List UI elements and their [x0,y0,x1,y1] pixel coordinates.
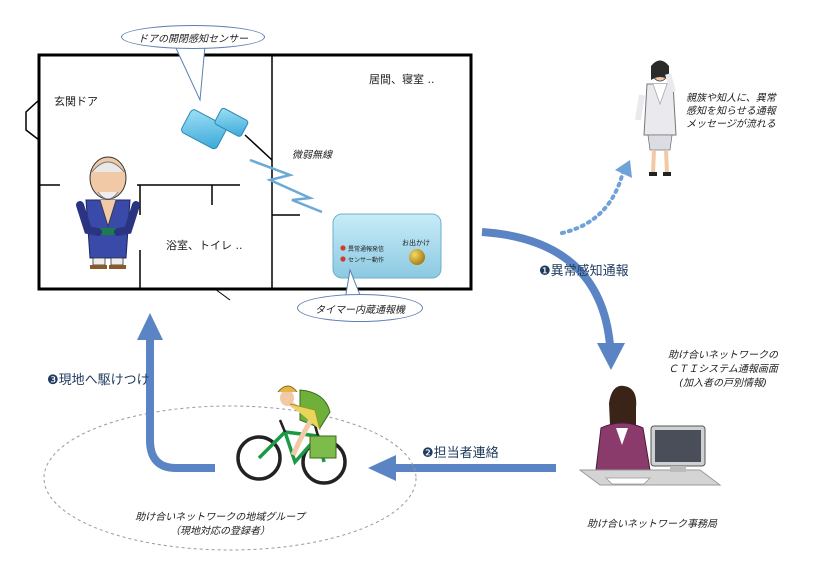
step1-text: 異常感知通報 [550,264,629,279]
step1-number: ❶ [539,264,551,279]
office-operator-figure [578,385,722,486]
step1-label: ❶異常感知通報 [539,260,629,279]
room-label-genkan: 玄関ドア [54,95,98,108]
elderly-man-figure [76,156,140,269]
wireless-label: 微弱無線 [292,150,332,161]
device-callout-text: タイマー内蔵通報機 [315,304,405,316]
cti-note-line: (加入者の戸別情報) [679,378,767,389]
family-note-line: メッセージが流れる [686,119,776,130]
device-callout: タイマー内蔵通報機 [297,294,423,322]
office-label: 助け合いネットワーク事務局 [587,519,717,530]
arrow-step1 [481,228,625,370]
step3-text: 現地へ駆けつけ [58,373,150,388]
sensor-callout-text: ドアの開閉感知センサー [138,33,248,45]
group-label-line: （現地対応の登録者） [170,526,270,537]
family-note: 親族や知人に、異常 感知を知らせる通報 メッセージが流れる [686,92,776,131]
door-sensor-icon [181,107,249,150]
step2-label: ❷担当者連絡 [422,442,499,461]
device-callout-tail [344,268,363,301]
local-group-ellipse [43,405,417,551]
cti-note-line: ＣＴＩシステム通報画面 [668,364,778,375]
family-note-line: 親族や知人に、異常 [686,93,776,104]
wireless-signal-icon [249,158,323,214]
room-label-living: 居間、寝室 .. [369,73,435,86]
step2-number: ❷ [422,446,434,461]
cti-note: 助け合いネットワークの ＣＴＩシステム通報画面 (加入者の戸別情報) [655,349,791,391]
arrow-step3 [137,313,215,472]
dotted-arrow-to-family [560,160,632,235]
alarm-device [332,213,442,279]
device-button-label: お出かけ [402,239,430,247]
family-member-figure [635,60,677,176]
device-lamp2-label: センサー動作 [348,257,385,264]
arrow-step2 [368,455,556,481]
sensor-callout: ドアの開閉感知センサー [121,25,265,49]
cyclist-figure [236,385,347,485]
room-label-bath: 浴室、トイレ .. [166,239,243,252]
group-label: 助け合いネットワークの地域グループ （現地対応の登録者） [100,511,340,539]
family-note-line: 感知を知らせる通報 [686,106,776,117]
device-lamp1-label: 異常通報発信 [348,246,385,253]
step3-label: ❸現地へ駆けつけ [47,369,150,388]
cti-note-line: 助け合いネットワークの [668,350,778,361]
sensor-callout-tail [174,45,206,102]
step2-text: 担当者連絡 [433,446,499,461]
step3-number: ❸ [47,373,59,388]
group-label-line: 助け合いネットワークの地域グループ [135,512,305,523]
